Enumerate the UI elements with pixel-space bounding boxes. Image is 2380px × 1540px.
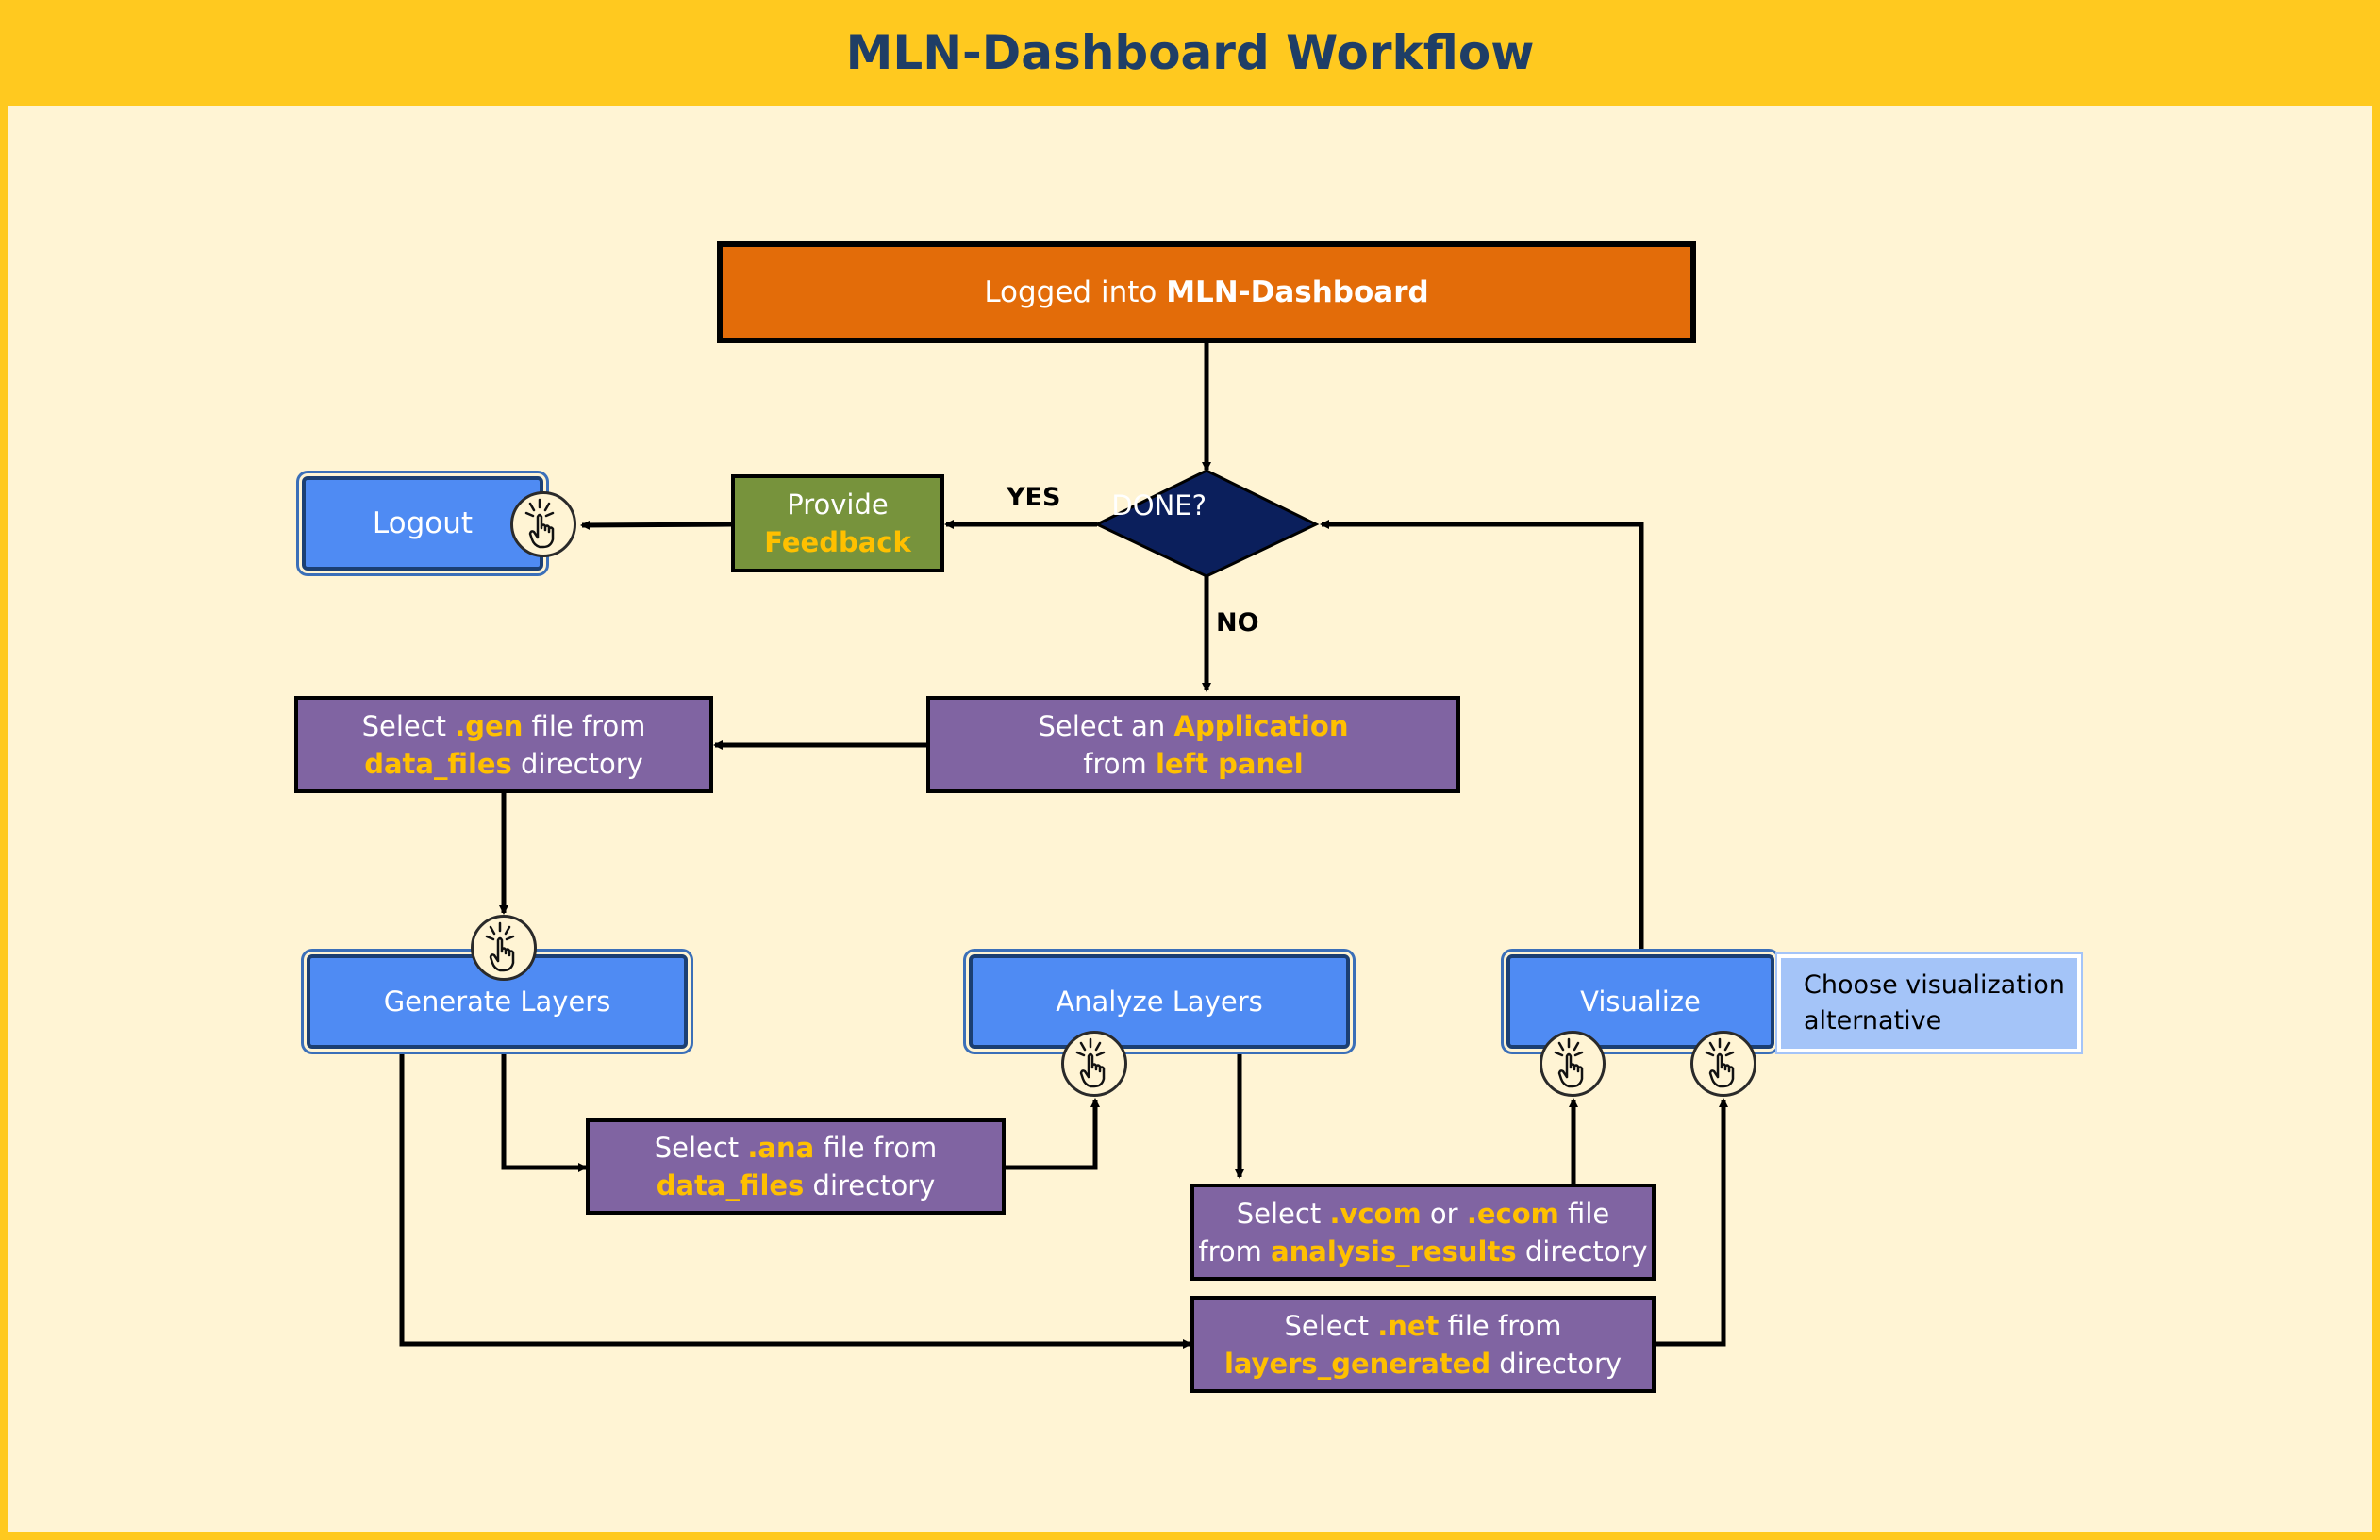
logout-button[interactable]: Logout [302, 476, 543, 571]
select-vcom-ecom-file-node: Select .vcom or .ecom file from analysis… [1190, 1184, 1656, 1281]
edge-select-net-visualize [1656, 1098, 1728, 1347]
edge-visualize-decision [1320, 520, 1644, 954]
hand-click-icon [1690, 1031, 1756, 1097]
provide-feedback-node: Provide Feedback [731, 474, 944, 572]
hand-click-icon [471, 915, 537, 981]
page-title: MLN-Dashboard Workflow [845, 25, 1535, 80]
edge-label-no: NO [1216, 608, 1259, 638]
select-ana-file-node: Select .ana file from data_files directo… [586, 1118, 1006, 1215]
start-node: Logged into MLN-Dashboard [717, 241, 1696, 343]
analyze-layers-button[interactable]: Analyze Layers [969, 954, 1350, 1049]
edge-generate-select-net [399, 1049, 1192, 1349]
select-gen-file-node: Select .gen file from data_files directo… [294, 696, 713, 793]
edge-generate-select-ana [501, 1049, 588, 1172]
done-decision [1093, 469, 1320, 578]
select-application-node: Select an Application from left panel [926, 696, 1460, 793]
select-net-file-node: Select .net file from layers_generated d… [1190, 1296, 1656, 1393]
decision-label: DONE? [1111, 489, 1207, 522]
hand-click-icon [1061, 1031, 1127, 1097]
hand-click-icon [1540, 1031, 1606, 1097]
visualization-alternative-callout: Choose visualization alternative [1777, 954, 2081, 1052]
hand-click-icon [510, 491, 576, 557]
edge-feedback-logout [580, 520, 732, 530]
title-bar: MLN-Dashboard Workflow [0, 0, 2380, 106]
edge-select-ana-analyze [1006, 1098, 1100, 1170]
edge-label-yes: YES [1007, 483, 1061, 512]
